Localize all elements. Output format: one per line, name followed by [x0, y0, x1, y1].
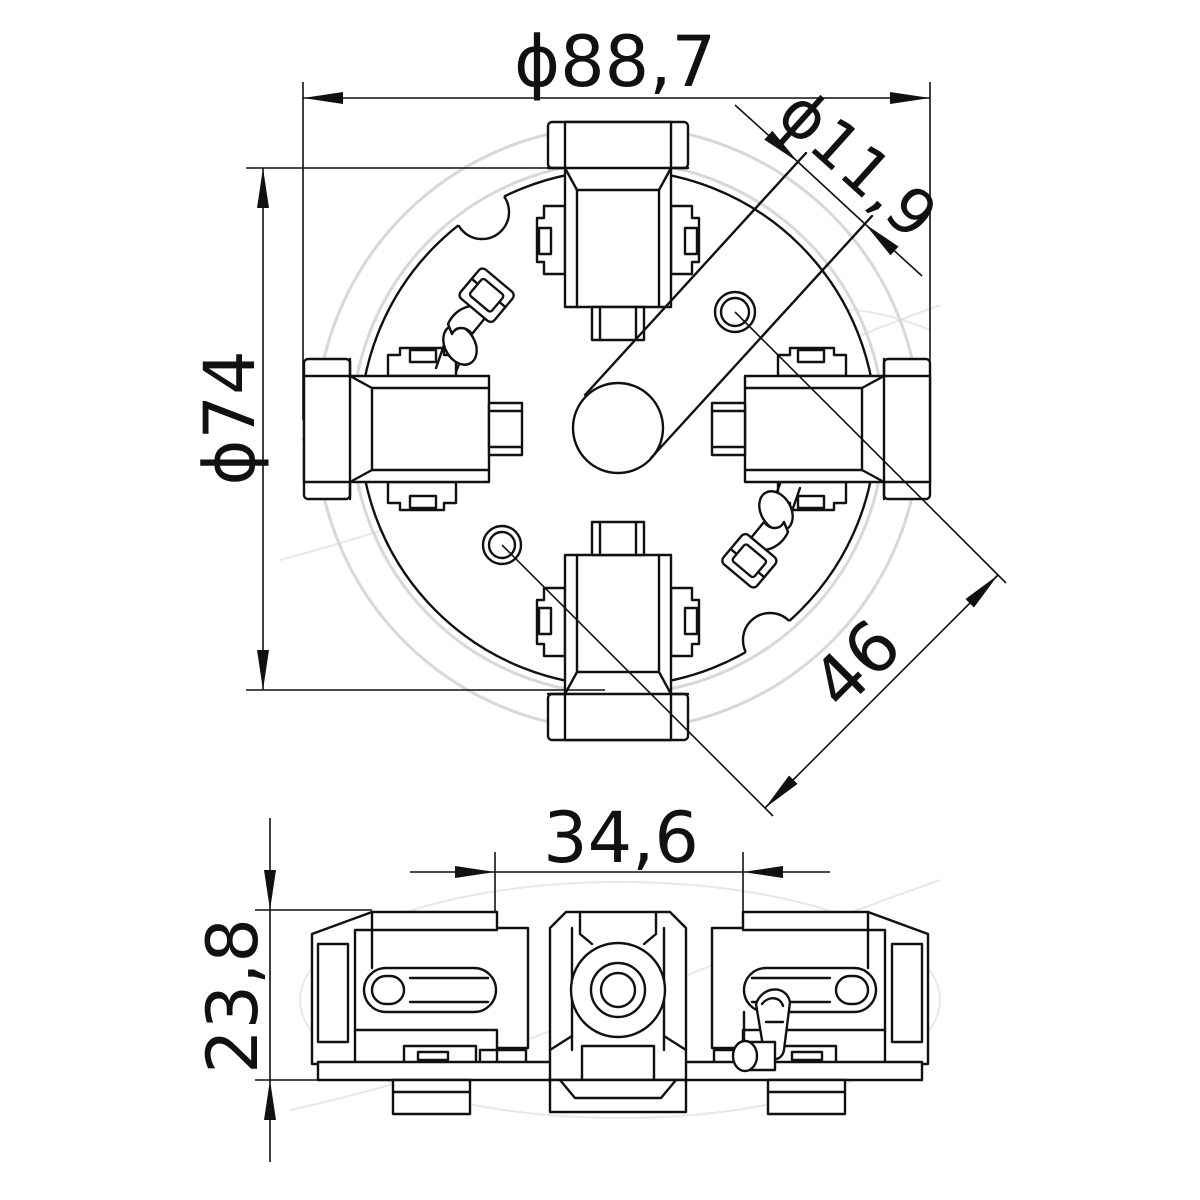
side-view-dimensions: [255, 818, 830, 1162]
extension-line-hole-upper: [734, 311, 1007, 584]
side-left-holder-clip-slot: [416, 1050, 450, 1062]
label-height: 23,8: [192, 918, 274, 1074]
dimension-line-center-hole-a: [734, 104, 799, 163]
side-left-holder-brush-lines: [408, 976, 490, 1004]
side-pad-right: [766, 1078, 847, 1116]
side-center-holder-ring: [589, 961, 647, 1019]
label-holder-spacing: 34,6: [543, 797, 699, 879]
side-right-holder-cap-inner: [890, 942, 924, 1044]
side-pads: [391, 1078, 847, 1116]
side-pad-center: [548, 1078, 688, 1114]
dimension-line-center-hole-b: [864, 223, 923, 277]
top-view-dimensions: [246, 82, 1007, 817]
side-pad-left: [391, 1078, 472, 1116]
center-hole: [571, 381, 665, 475]
side-view-labels: 34,6 23,8: [192, 797, 699, 1074]
side-left-holder: [310, 910, 530, 1066]
side-center-holder-face: [569, 941, 667, 1039]
side-left-holder-lower: [353, 1028, 499, 1050]
center-hole-projection: [583, 151, 874, 460]
extension-line-hole-lower: [501, 544, 774, 817]
side-spring-tube-lines: [760, 997, 785, 1024]
side-left-holder-cap-inner: [316, 942, 350, 1044]
side-center-holder: [548, 910, 688, 1082]
mounting-hole-lower-left-inner: [487, 530, 517, 560]
mounting-hole-upper-right-inner: [719, 296, 751, 328]
side-spring-end: [731, 1039, 759, 1073]
side-left-holder-cap-line: [353, 910, 499, 1066]
side-center-holder-top-tabs: [578, 910, 658, 946]
side-left-holder-brush: [370, 974, 406, 1006]
dimension-line-center-hole-mid: [797, 161, 866, 225]
side-right-holder-clip-slot: [790, 1050, 824, 1062]
dimension-line-hole-spacing: [764, 574, 999, 809]
label-outer-diameter: ϕ88,7: [514, 21, 716, 103]
side-center-holder-bore: [599, 971, 637, 1009]
label-hole-spacing: 46: [796, 604, 917, 725]
side-watermark-ring: [299, 881, 941, 1119]
side-right-holder-brush: [834, 974, 870, 1006]
side-right-holder-cap-line: [741, 910, 887, 1066]
side-center-holder-stub: [580, 1044, 656, 1082]
label-plate-diameter: ϕ74: [189, 350, 271, 485]
side-left-holder-slot: [362, 966, 498, 1014]
side-pad-center-lines: [558, 1078, 678, 1100]
side-spring: [731, 988, 792, 1073]
side-center-holder-feet: [548, 1034, 688, 1052]
